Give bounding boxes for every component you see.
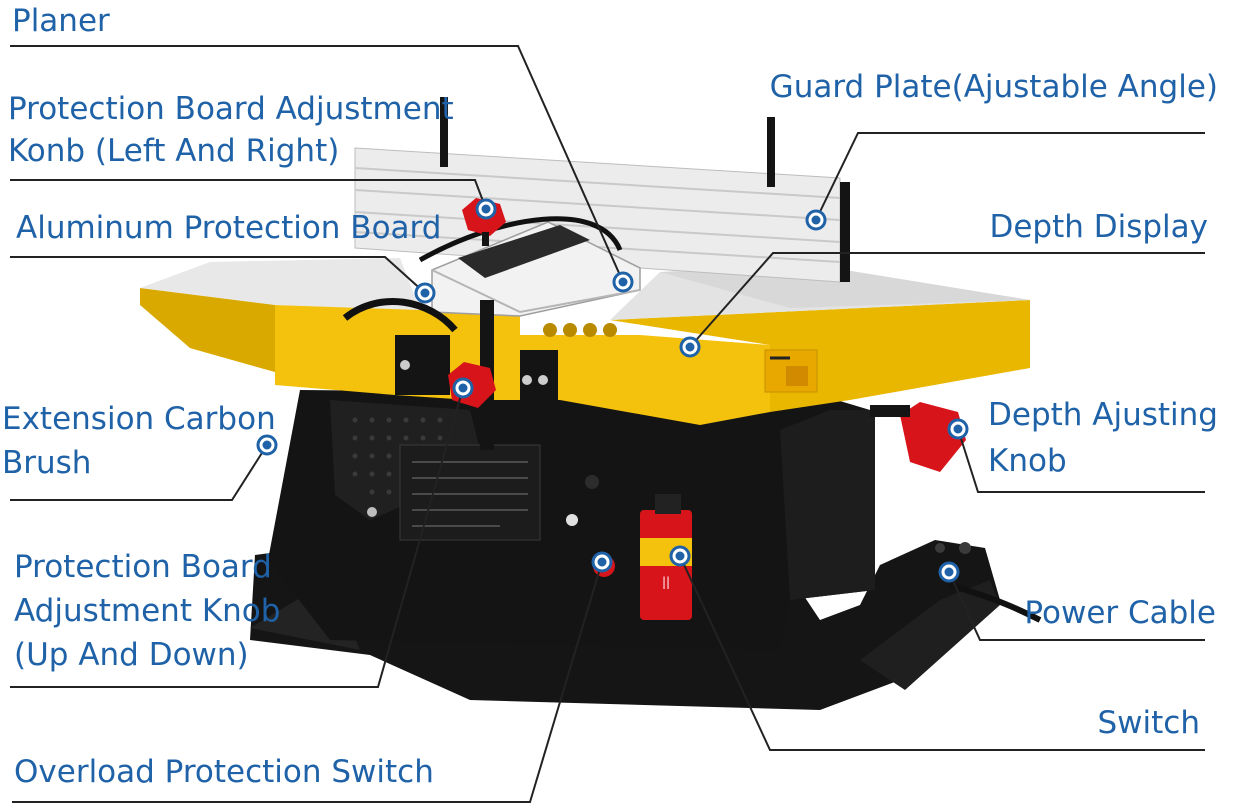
label-overload-protection-switch: Overload Protection Switch (14, 754, 434, 790)
power-cord (949, 582, 1042, 623)
planer-table (140, 258, 1030, 320)
label-aluminum-protection-board: Aluminum Protection Board (16, 210, 442, 246)
label-extension-carbon-brush-1: Extension Carbon (2, 401, 276, 437)
machine-frame (140, 288, 1030, 425)
aluminum-protection-board (342, 216, 641, 450)
label-depth-adjusting-knob-2: Knob (988, 443, 1067, 479)
label-depth-display: Depth Display (989, 209, 1208, 245)
label-guard-plate: Guard Plate(Ajustable Angle) (769, 69, 1218, 105)
label-depth-adjusting-knob-1: Depth Ajusting (988, 397, 1218, 433)
label-switch: Switch (1097, 705, 1201, 741)
label-planer: Planer (12, 3, 110, 39)
label-extension-carbon-brush-2: Brush (2, 445, 92, 481)
label-power-cable: Power Cable (1024, 595, 1216, 631)
leader-lines (10, 45, 1205, 803)
label-protection-board-knob-lr-1: Protection Board Adjustment (8, 91, 454, 127)
label-protection-board-knob-ud-1: Protection Board (14, 549, 272, 585)
label-protection-board-knob-ud-2: Adjustment Knob (14, 593, 281, 629)
label-protection-board-knob-lr-2: Konb (Left And Right) (8, 133, 340, 169)
callout-markers (256, 198, 969, 583)
machine-body (268, 390, 875, 650)
svg-text:||: || (662, 575, 670, 589)
power-switch: || (640, 494, 692, 620)
label-protection-board-knob-ud-3: (Up And Down) (14, 637, 249, 673)
